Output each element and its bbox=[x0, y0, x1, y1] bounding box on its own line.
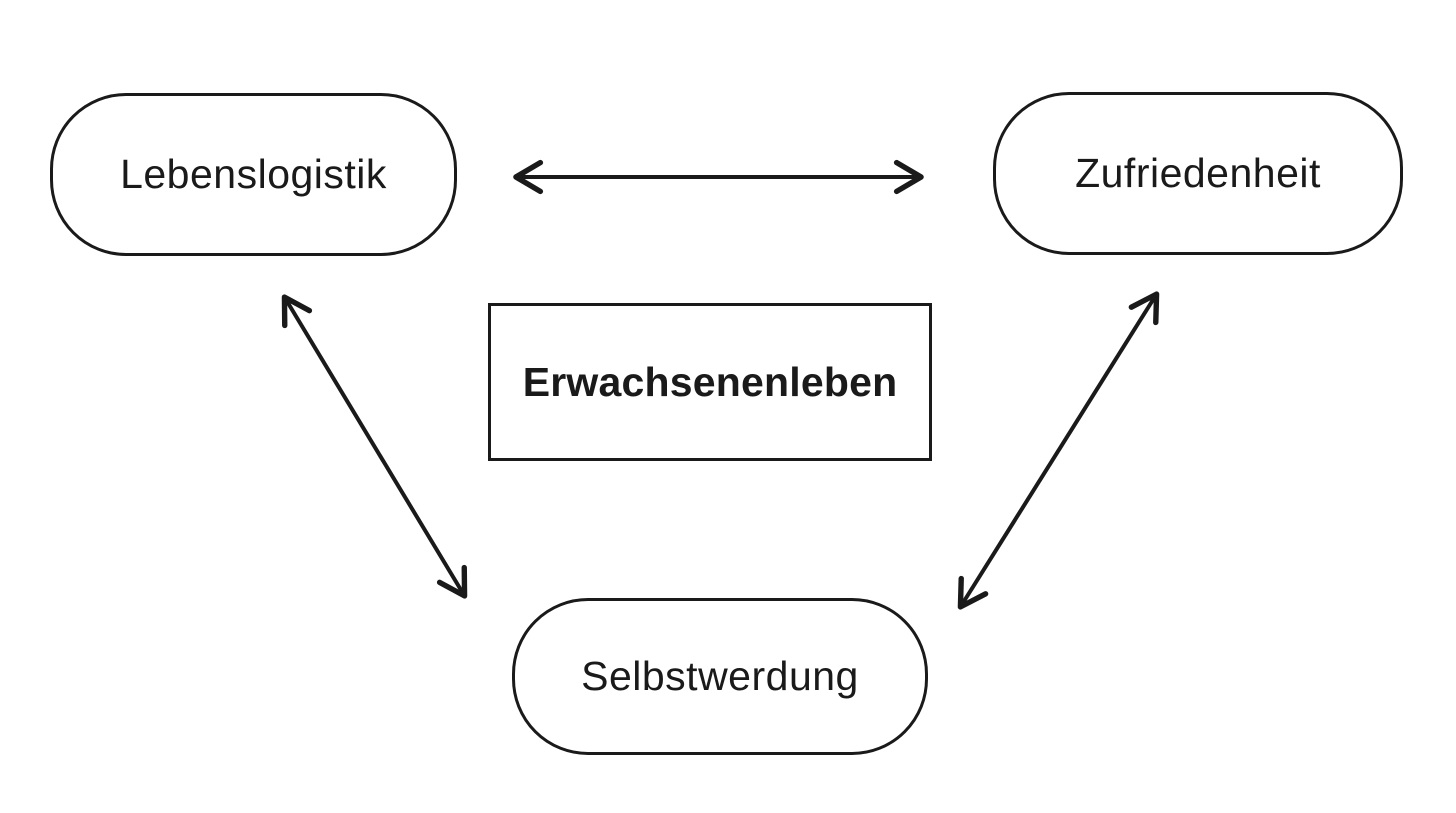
node-zufriedenheit: Zufriedenheit bbox=[993, 92, 1403, 255]
node-selbstwerdung: Selbstwerdung bbox=[512, 598, 928, 755]
node-erwachsenenleben-label: Erwachsenenleben bbox=[522, 358, 898, 405]
node-lebenslogistik: Lebenslogistik bbox=[50, 93, 457, 256]
node-erwachsenenleben: Erwachsenenleben bbox=[488, 303, 932, 461]
node-selbstwerdung-label: Selbstwerdung bbox=[581, 653, 859, 699]
node-lebenslogistik-label: Lebenslogistik bbox=[120, 151, 387, 197]
arrow-lebenslogistik-selbstwerdung bbox=[281, 294, 468, 599]
arrow-zufriedenheit-selbstwerdung bbox=[957, 291, 1160, 610]
node-zufriedenheit-label: Zufriedenheit bbox=[1075, 150, 1321, 196]
